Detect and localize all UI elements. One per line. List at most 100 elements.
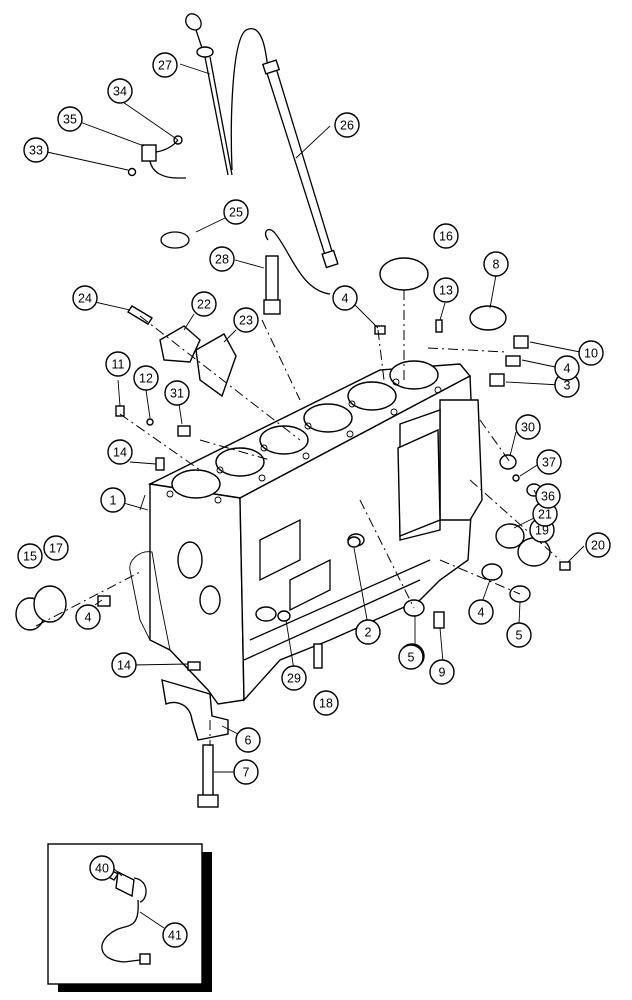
callout-2: 2 (355, 619, 381, 645)
callout-layer: 1234444555678910111213141415161718192021… (17, 52, 611, 948)
callout-label: 7 (243, 766, 250, 780)
callout-circle (433, 277, 459, 303)
callout-circle (233, 759, 259, 785)
callout-24: 24 (72, 285, 98, 311)
callout-circle (75, 604, 101, 630)
callout-35: 35 (57, 106, 83, 132)
callout-label: 4 (342, 292, 349, 306)
callout-circle (554, 355, 580, 381)
callout-5: 5 (506, 622, 532, 648)
bearing-cap (161, 679, 229, 741)
callout-40: 40 (89, 855, 115, 881)
callout-14: 14 (111, 652, 137, 678)
dipstick (185, 13, 233, 176)
callout-label: 13 (439, 284, 453, 298)
callout-30: 30 (515, 414, 541, 440)
callout-label: 29 (287, 672, 301, 686)
callout-37: 37 (536, 449, 562, 475)
callout-circle (152, 52, 178, 78)
callout-label: 23 (239, 314, 253, 328)
small-parts (15, 257, 571, 671)
callout-circle (111, 652, 137, 678)
callout-26: 26 (334, 112, 360, 138)
callout-label: 30 (521, 421, 535, 435)
callout-5: 5 (398, 644, 424, 670)
callout-circle (107, 439, 133, 465)
callout-circle (43, 535, 69, 561)
callout-4: 4 (554, 355, 580, 381)
callout-41: 41 (162, 922, 188, 948)
callout-circle (355, 619, 381, 645)
cap-bolt (197, 744, 219, 808)
callout-label: 20 (591, 539, 605, 553)
callout-label: 33 (29, 144, 43, 158)
callout-circle (191, 291, 217, 317)
callout-14: 14 (107, 439, 133, 465)
callout-label: 26 (340, 119, 354, 133)
callout-circle (483, 251, 509, 277)
callout-4: 4 (332, 285, 358, 311)
callout-label: 15 (23, 550, 37, 564)
callout-label: 41 (168, 929, 182, 943)
callout-circle (72, 285, 98, 311)
callout-circle (468, 599, 494, 625)
callout-label: 4 (85, 611, 92, 625)
callout-22: 22 (191, 291, 217, 317)
callout-circle (100, 487, 126, 513)
callout-circle (334, 112, 360, 138)
inset-box (47, 843, 212, 992)
callout-label: 12 (139, 372, 153, 386)
callout-label: 5 (408, 651, 415, 665)
callout-label: 21 (538, 508, 552, 522)
callout-circle (429, 659, 455, 685)
callout-circle (133, 365, 159, 391)
callout-circle (433, 223, 459, 249)
callout-9: 9 (429, 659, 455, 685)
snap-ring (160, 231, 190, 249)
callout-10: 10 (578, 340, 604, 366)
callout-28: 28 (209, 246, 235, 272)
callout-label: 14 (113, 446, 127, 460)
callout-label: 10 (584, 347, 598, 361)
callout-12: 12 (133, 365, 159, 391)
callout-label: 16 (439, 230, 453, 244)
callout-circle (313, 690, 339, 716)
callout-label: 1 (110, 494, 117, 508)
callout-7: 7 (233, 759, 259, 785)
callout-label: 8 (493, 258, 500, 272)
callout-label: 17 (49, 542, 63, 556)
callout-circle (535, 483, 561, 509)
callout-label: 24 (78, 292, 92, 306)
callout-6: 6 (235, 727, 261, 753)
callout-label: 40 (95, 862, 109, 876)
callout-label: 5 (516, 629, 523, 643)
callout-circle (57, 106, 83, 132)
callout-label: 35 (63, 113, 77, 127)
callout-label: 18 (319, 697, 333, 711)
callout-label: 28 (215, 253, 229, 267)
callout-circle (105, 351, 131, 377)
callout-25: 25 (223, 199, 249, 225)
callout-circle (332, 285, 358, 311)
callout-label: 34 (113, 85, 127, 99)
callout-circle (536, 449, 562, 475)
callout-circle (107, 78, 133, 104)
callout-circle (578, 340, 604, 366)
callout-13: 13 (433, 277, 459, 303)
callout-27: 27 (152, 52, 178, 78)
callout-33: 33 (23, 137, 49, 163)
callout-4: 4 (468, 599, 494, 625)
callout-17: 17 (43, 535, 69, 561)
callout-label: 3 (564, 379, 571, 393)
callout-label: 37 (542, 456, 556, 470)
callout-leaders (37, 63, 585, 929)
callout-label: 25 (229, 206, 243, 220)
cylinder-block (129, 360, 483, 705)
callout-circle (89, 855, 115, 881)
callout-label: 14 (117, 659, 131, 673)
callout-29: 29 (281, 665, 307, 691)
callout-18: 18 (313, 690, 339, 716)
dipstick-tube (230, 27, 339, 269)
callout-label: 11 (112, 358, 125, 372)
